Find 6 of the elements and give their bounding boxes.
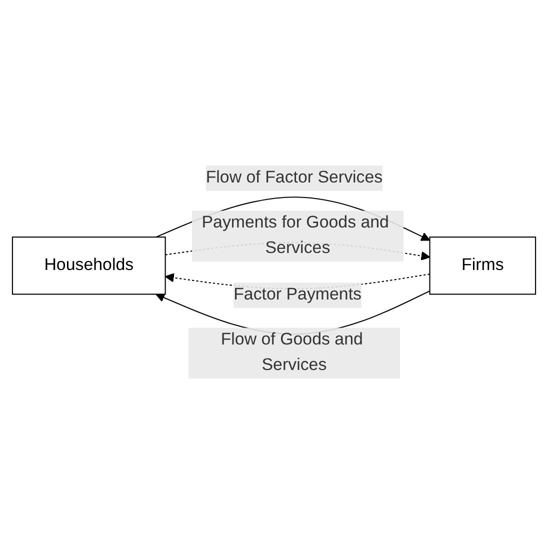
node-box: Households (12, 236, 166, 295)
node-box: Firms (429, 236, 536, 295)
edge-label: Flow of Factor Services (206, 168, 383, 187)
edge-label: Flow of Goods and Services (220, 330, 363, 374)
edge-label: Payments for Goods and Services (202, 214, 389, 258)
edge-label: Factor Payments (234, 286, 362, 304)
